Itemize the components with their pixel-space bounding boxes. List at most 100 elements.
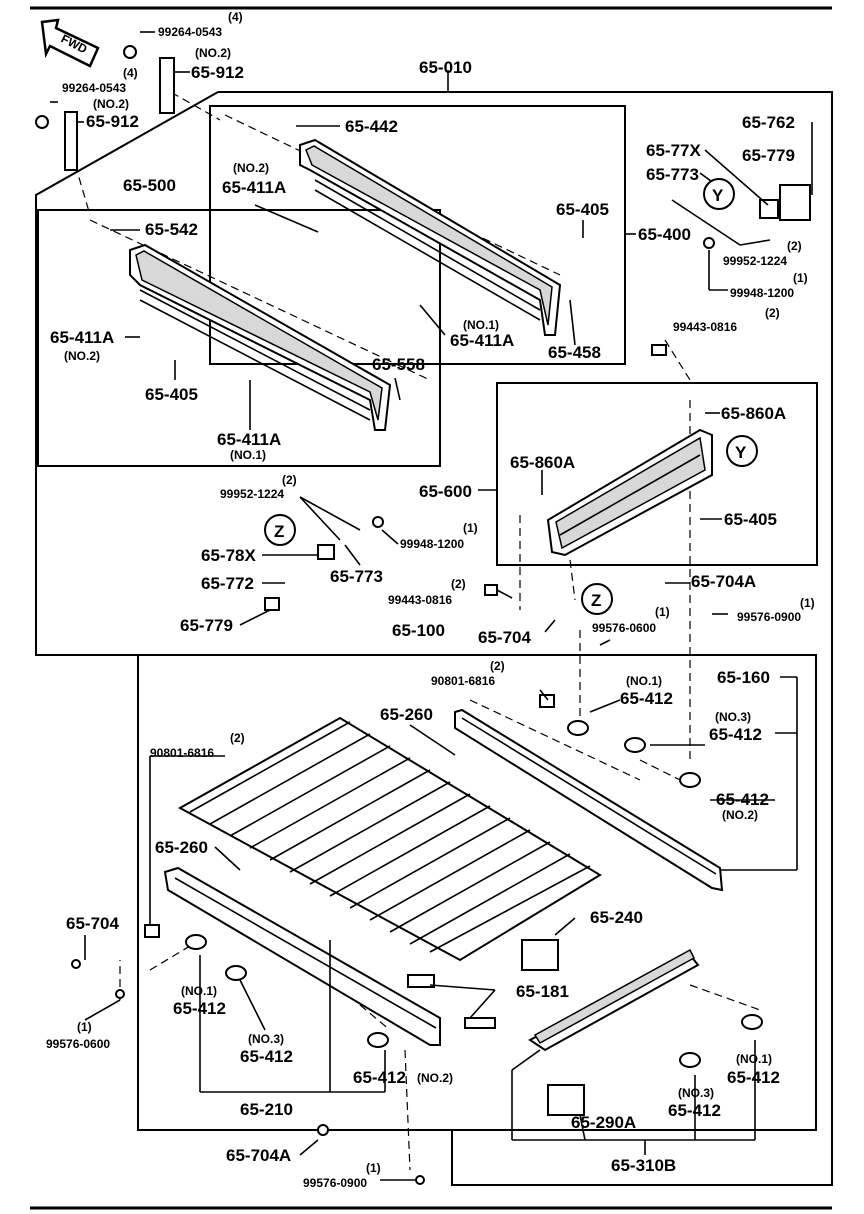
label-99264-b: 99264-0543	[62, 81, 126, 95]
label-65-412-no3-br: 65-412	[668, 1101, 721, 1120]
label-65-411A-no2-left: 65-411A	[50, 328, 114, 347]
label-65-600: 65-600	[419, 482, 472, 501]
label-65-411A-no1-top-qty: (NO.1)	[463, 318, 499, 332]
label-99264-a-qty: (4)	[228, 10, 243, 24]
tailgate-panel-65-500	[129, 243, 392, 431]
callout-z-mid: Z	[581, 583, 613, 615]
label-65-773-top: 65-773	[646, 165, 699, 184]
svg-text:Z: Z	[591, 591, 601, 610]
label-99443-top-qty: (2)	[765, 306, 780, 320]
label-65-704-top: 65-704	[478, 628, 531, 647]
group-box-65-600	[496, 382, 818, 566]
label-65-412-no1-br-qty: (NO.1)	[736, 1052, 772, 1066]
label-65-912-b: 65-912	[86, 112, 139, 131]
label-65-412-no1-left: 65-412	[173, 999, 226, 1018]
label-65-773-mid: 65-773	[330, 567, 383, 586]
label-65-310B: 65-310B	[611, 1156, 676, 1175]
label-65-912-b-qty: (NO.2)	[93, 97, 129, 111]
bed-floor-65-100	[177, 716, 602, 962]
label-99576-0900-top: 99576-0900	[737, 610, 801, 624]
label-99443-mid: 99443-0816	[388, 593, 452, 607]
label-99952-top: 99952-1224	[723, 254, 787, 268]
svg-text:Y: Y	[712, 186, 724, 205]
label-99576-0600-left-qty: (1)	[77, 1020, 92, 1034]
label-65-412-no3-top-qty: (NO.3)	[715, 710, 751, 724]
label-65-412-no1-left-qty: (NO.1)	[181, 984, 217, 998]
label-65-442: 65-442	[345, 117, 398, 136]
label-65-912-a: 65-912	[191, 63, 244, 82]
label-65-762: 65-762	[742, 113, 795, 132]
tailgate-panel-65-400	[299, 138, 562, 336]
group-box-65-400	[209, 105, 626, 365]
label-65-010: 65-010	[419, 58, 472, 77]
label-65-704A-top: 65-704A	[691, 572, 756, 591]
fwd-arrow-icon: FWD	[40, 18, 100, 68]
tailgate-panel-65-600	[546, 428, 713, 557]
label-65-500: 65-500	[123, 176, 176, 195]
label-65-405-right: 65-405	[724, 510, 777, 529]
label-99952-mid-qty: (2)	[282, 473, 297, 487]
label-65-412-no3-top: 65-412	[709, 725, 762, 744]
label-65-412-no3-left-qty: (NO.3)	[248, 1032, 284, 1046]
label-65-411A-no1-top: 65-411A	[450, 331, 514, 350]
label-99576-0900-bottom-qty: (1)	[366, 1161, 381, 1175]
label-65-210: 65-210	[240, 1100, 293, 1119]
fastener-parts	[35, 45, 811, 1185]
label-65-542: 65-542	[145, 220, 198, 239]
label-65-860A-b: 65-860A	[510, 453, 575, 472]
group-box-65-500	[37, 209, 441, 467]
label-99443-mid-qty: (2)	[451, 577, 466, 591]
label-65-290A: 65-290A	[571, 1113, 636, 1132]
label-65-411A-no2-left-qty: (NO.2)	[64, 349, 100, 363]
label-99443-top: 99443-0816	[673, 320, 737, 334]
label-65-412-no3-left: 65-412	[240, 1047, 293, 1066]
label-99264-b-qty: (4)	[123, 66, 138, 80]
label-65-260-left: 65-260	[155, 838, 208, 857]
label-65-411A-no2-top-qty: (NO.2)	[233, 161, 269, 175]
part-labels: (4) 99264-0543 (NO.2) 65-912 (4) 99264-0…	[46, 10, 815, 1190]
label-65-912-a-qty: (NO.2)	[195, 46, 231, 60]
label-65-181: 65-181	[516, 982, 569, 1001]
label-90801-b: 90801-6816	[150, 746, 214, 760]
label-65-458: 65-458	[548, 343, 601, 362]
label-99576-0600-top: 99576-0600	[592, 621, 656, 635]
label-65-411A-no1-left: 65-411A	[217, 430, 281, 449]
label-65-405-left: 65-405	[145, 385, 198, 404]
label-65-412-no2-bottom: 65-412	[353, 1068, 406, 1087]
label-99952-top-qty: (2)	[787, 239, 802, 253]
callout-z-left: Z	[264, 514, 296, 546]
label-65-400: 65-400	[638, 225, 691, 244]
rail-65-310B	[528, 948, 700, 1052]
label-65-411A-no1-left-qty: (NO.1)	[230, 448, 266, 462]
label-65-100: 65-100	[392, 621, 445, 640]
label-99264-a: 99264-0543	[158, 25, 222, 39]
label-65-772: 65-772	[201, 574, 254, 593]
rail-65-160	[454, 708, 724, 892]
callout-y-top: Y	[703, 178, 735, 210]
label-99948-top: 99948-1200	[730, 286, 794, 300]
label-65-412-no1-top: 65-412	[620, 689, 673, 708]
label-99948-mid: 99948-1200	[400, 537, 464, 551]
group-box-65-100	[137, 654, 817, 1131]
label-65-160: 65-160	[717, 668, 770, 687]
label-90801-a: 90801-6816	[431, 674, 495, 688]
label-65-412-no2-bottom-qty: (NO.2)	[417, 1071, 453, 1085]
label-65-412-no3-br-qty: (NO.3)	[678, 1086, 714, 1100]
label-65-860A-a: 65-860A	[721, 404, 786, 423]
label-65-78X: 65-78X	[201, 546, 256, 565]
label-65-240: 65-240	[590, 908, 643, 927]
rail-65-210	[163, 866, 441, 1046]
label-65-412-no1-top-qty: (NO.1)	[626, 674, 662, 688]
svg-text:Z: Z	[274, 522, 284, 541]
label-99576-0600-top-qty: (1)	[655, 605, 670, 619]
label-65-412-no2-right: 65-412	[716, 790, 769, 809]
label-90801-b-qty: (2)	[230, 731, 245, 745]
label-99576-0900-bottom: 99576-0900	[303, 1176, 367, 1190]
label-65-260-top: 65-260	[380, 705, 433, 724]
label-65-405-top: 65-405	[556, 200, 609, 219]
label-65-779-mid: 65-779	[180, 616, 233, 635]
callout-y-right: Y	[726, 435, 758, 467]
label-99576-0600-left: 99576-0600	[46, 1037, 110, 1051]
label-65-412-no2-right-qty: (NO.2)	[722, 808, 758, 822]
